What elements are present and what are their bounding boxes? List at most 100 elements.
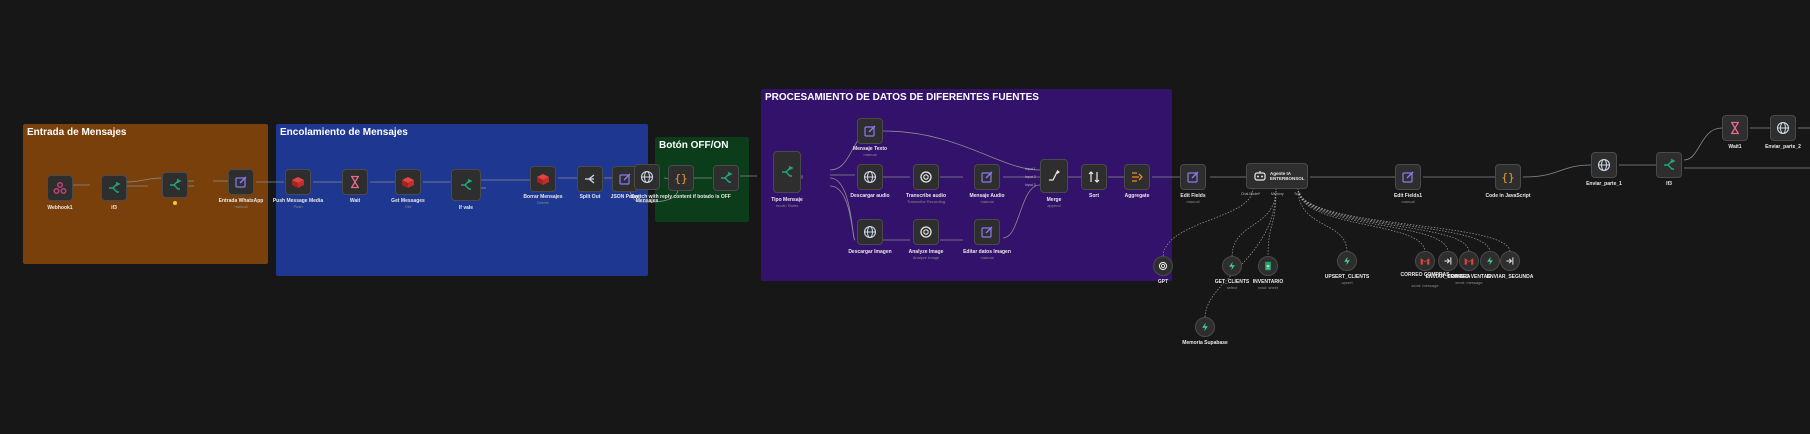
sort-icon: [1087, 170, 1101, 184]
node-label: GET_CLIENTS: [1214, 279, 1250, 285]
node-label: Wait: [349, 198, 361, 204]
get-messages-node[interactable]: [395, 169, 421, 195]
globe-icon: [863, 225, 877, 239]
mensaje-texto-node[interactable]: [857, 118, 883, 144]
aggregate-node[interactable]: [1124, 164, 1150, 190]
mensajes-node[interactable]: [634, 164, 660, 190]
memory-port-label: Memory: [1271, 192, 1284, 196]
node-label: ENVIAR_SEGUNDA: [1486, 274, 1534, 280]
node-label: Mensaje Audio: [969, 193, 1005, 199]
edit-fields-node[interactable]: [1180, 164, 1206, 190]
hourglass-icon: [348, 175, 362, 189]
push-message-media-node[interactable]: [285, 169, 311, 195]
agente-ia-node[interactable]: Agente IA ENTERBONSOL: [1246, 163, 1308, 189]
edit-icon: [1186, 170, 1200, 184]
if3-node[interactable]: [1656, 152, 1682, 178]
node-label: Descargar Imagen: [848, 249, 892, 255]
node-subtitle: send: message: [1411, 283, 1439, 288]
node-subtitle: upsert: [1341, 280, 1353, 285]
node-label: Get Messages: [391, 198, 425, 204]
borrar-mensajes-node[interactable]: [530, 166, 556, 192]
enviar-primera-node[interactable]: [1438, 251, 1458, 271]
descargar-imagen-node[interactable]: [857, 219, 883, 245]
supabase-icon: [1200, 322, 1210, 332]
redis-icon: [536, 172, 550, 186]
node-subtitle: manual: [234, 204, 248, 209]
robot-icon: [1253, 169, 1267, 183]
tipo-mensaje-node[interactable]: [773, 151, 801, 193]
node-subtitle: manual: [1401, 199, 1415, 204]
switch-reply-node[interactable]: {}: [668, 165, 694, 191]
group-title: Entrada de Mensajes: [27, 127, 127, 138]
if-node[interactable]: [101, 175, 127, 201]
node-label: GPT: [1157, 279, 1169, 285]
gmail-icon: [1464, 256, 1474, 266]
enviar-parte-2-node[interactable]: [1770, 115, 1796, 141]
edit-icon: [618, 172, 632, 186]
node-label: Edit Fields1: [1393, 193, 1423, 199]
node-label: If vale: [458, 205, 474, 211]
edit-fields1-node[interactable]: [1395, 164, 1421, 190]
unnamed-supabase-node[interactable]: [1480, 251, 1500, 271]
node-label: UPSERT_CLIENTS: [1324, 274, 1370, 280]
switch-icon: [459, 178, 473, 192]
node-label: Push Message Media: [272, 198, 324, 204]
svg-text:{}: {}: [1501, 171, 1514, 184]
analyze-image-node[interactable]: [913, 219, 939, 245]
webhook1-node[interactable]: [47, 175, 73, 201]
inventario-node[interactable]: [1258, 256, 1278, 276]
correo-compras-node[interactable]: [1415, 251, 1435, 271]
node-label: JSON Parse: [610, 194, 640, 200]
aggregate-icon: [1130, 170, 1144, 184]
sheets-icon: [1263, 261, 1273, 271]
edit-icon: [980, 170, 994, 184]
openai-icon: [919, 170, 933, 184]
switch-node[interactable]: [162, 172, 188, 198]
tool-port-label: Tool: [1294, 192, 1301, 196]
edit-icon: [980, 225, 994, 239]
memoria-supabase-node[interactable]: [1195, 317, 1215, 337]
edit-icon: [863, 124, 877, 138]
node-label: Mensajes: [635, 198, 659, 204]
enviar-parte-1-node[interactable]: [1591, 152, 1617, 178]
node-subtitle: Delete: [537, 200, 549, 205]
switch-off-node[interactable]: [713, 165, 739, 191]
group-title: PROCESAMIENTO DE DATOS DE DIFERENTES FUE…: [765, 92, 1039, 103]
node-subtitle: manual: [980, 255, 994, 260]
merge-node[interactable]: [1040, 159, 1068, 193]
input-port-label: Input 1: [1025, 167, 1036, 171]
split-icon: [583, 172, 597, 186]
wait1-node[interactable]: [1722, 115, 1748, 141]
code-javascript-node[interactable]: {}: [1495, 164, 1521, 190]
get-clients-node[interactable]: [1222, 256, 1242, 276]
mensaje-audio-node[interactable]: [974, 164, 1000, 190]
transcribe-audio-node[interactable]: [913, 164, 939, 190]
json-parse-node[interactable]: [612, 166, 638, 192]
gpt-node[interactable]: [1153, 256, 1173, 276]
upsert-clients-node[interactable]: [1337, 251, 1357, 271]
node-subtitle: Push: [293, 204, 303, 209]
if-vale-node[interactable]: [451, 169, 481, 201]
node-label: Switch with reply content if botado is O…: [631, 194, 731, 200]
node-label: Split Out: [579, 194, 601, 200]
globe-icon: [863, 170, 877, 184]
node-label: ENVIAR_PRIMERA: [1425, 274, 1471, 280]
node-subtitle: append: [1047, 203, 1061, 208]
correo-ventas-node[interactable]: [1459, 251, 1479, 271]
openai-icon: [919, 225, 933, 239]
enviar-segunda-node[interactable]: [1500, 251, 1520, 271]
editar-datos-imagen-node[interactable]: [974, 219, 1000, 245]
group-title: Botón OFF/ON: [659, 140, 729, 151]
sort-node[interactable]: [1081, 164, 1107, 190]
node-label: Sort: [1089, 193, 1099, 199]
globe-icon: [1597, 158, 1611, 172]
node-label: if3: [111, 205, 117, 211]
descargar-audio-node[interactable]: [857, 164, 883, 190]
entrada-whatsapp-node[interactable]: [228, 169, 254, 195]
wait-node[interactable]: [342, 169, 368, 195]
split-out-node[interactable]: [577, 166, 603, 192]
node-label: CORREO VENTAS: [1447, 274, 1491, 280]
node-label: Mensaje Texto: [852, 146, 888, 152]
